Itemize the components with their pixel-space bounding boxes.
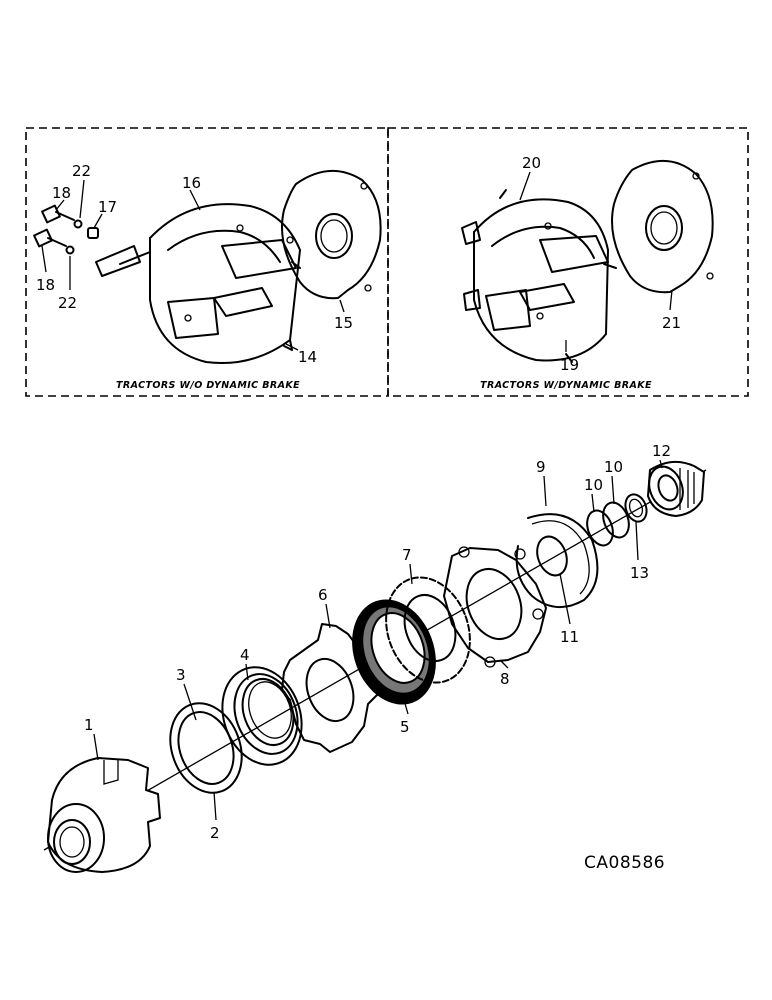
callout-10-b: 10 [604,458,623,476]
panel-with-dynamic-brake [387,127,749,397]
callout-5: 5 [400,718,410,736]
callout-12: 12 [652,442,671,460]
callout-4: 4 [240,646,250,664]
part-7-toothed-plate [385,576,471,684]
callout-18-b: 18 [36,276,55,294]
part-1-hub [47,757,161,873]
brake-band-right [461,189,617,363]
callout-17: 17 [98,198,117,216]
callout-13: 13 [630,564,649,582]
callout-21: 21 [662,314,681,332]
callout-22-a: 22 [72,162,91,180]
callout-1: 1 [84,716,94,734]
callout-11: 11 [560,628,579,646]
caption-left: TRACTORS W/O DYNAMIC BRAKE [116,380,300,391]
part-8-lugged-plate [443,546,547,668]
callout-7: 7 [402,546,412,564]
callout-14: 14 [298,348,317,366]
callout-10-a: 10 [584,476,603,494]
callout-18-a: 18 [52,184,71,202]
brake-band-left [95,203,301,365]
callout-6: 6 [318,586,328,604]
brake-plate-left [281,169,382,300]
callout-labels: 1 2 3 4 5 6 7 8 9 10 10 11 12 13 14 15 1… [36,154,681,842]
caption-right: TRACTORS W/DYNAMIC BRAKE [480,380,652,391]
fasteners-left [33,204,99,255]
part-6-tabbed-plate [281,623,379,753]
callout-20: 20 [522,154,541,172]
callout-2: 2 [210,824,220,842]
leader-lines [41,171,673,821]
brake-plate-right [611,159,714,294]
part-11-ring [536,535,568,577]
part-3-ring [169,702,243,794]
callout-19: 19 [560,356,579,374]
callout-3: 3 [176,666,186,684]
part-9-snap-ring [515,513,599,608]
callout-8: 8 [500,670,510,688]
callout-15: 15 [334,314,353,332]
reference-code: CA08586 [584,853,665,873]
part-12-bearing [647,460,705,517]
part-13-ring [624,493,648,523]
callout-9: 9 [536,458,546,476]
panel-frames [25,127,749,397]
callout-16: 16 [182,174,201,192]
callout-22-b: 22 [58,294,77,312]
